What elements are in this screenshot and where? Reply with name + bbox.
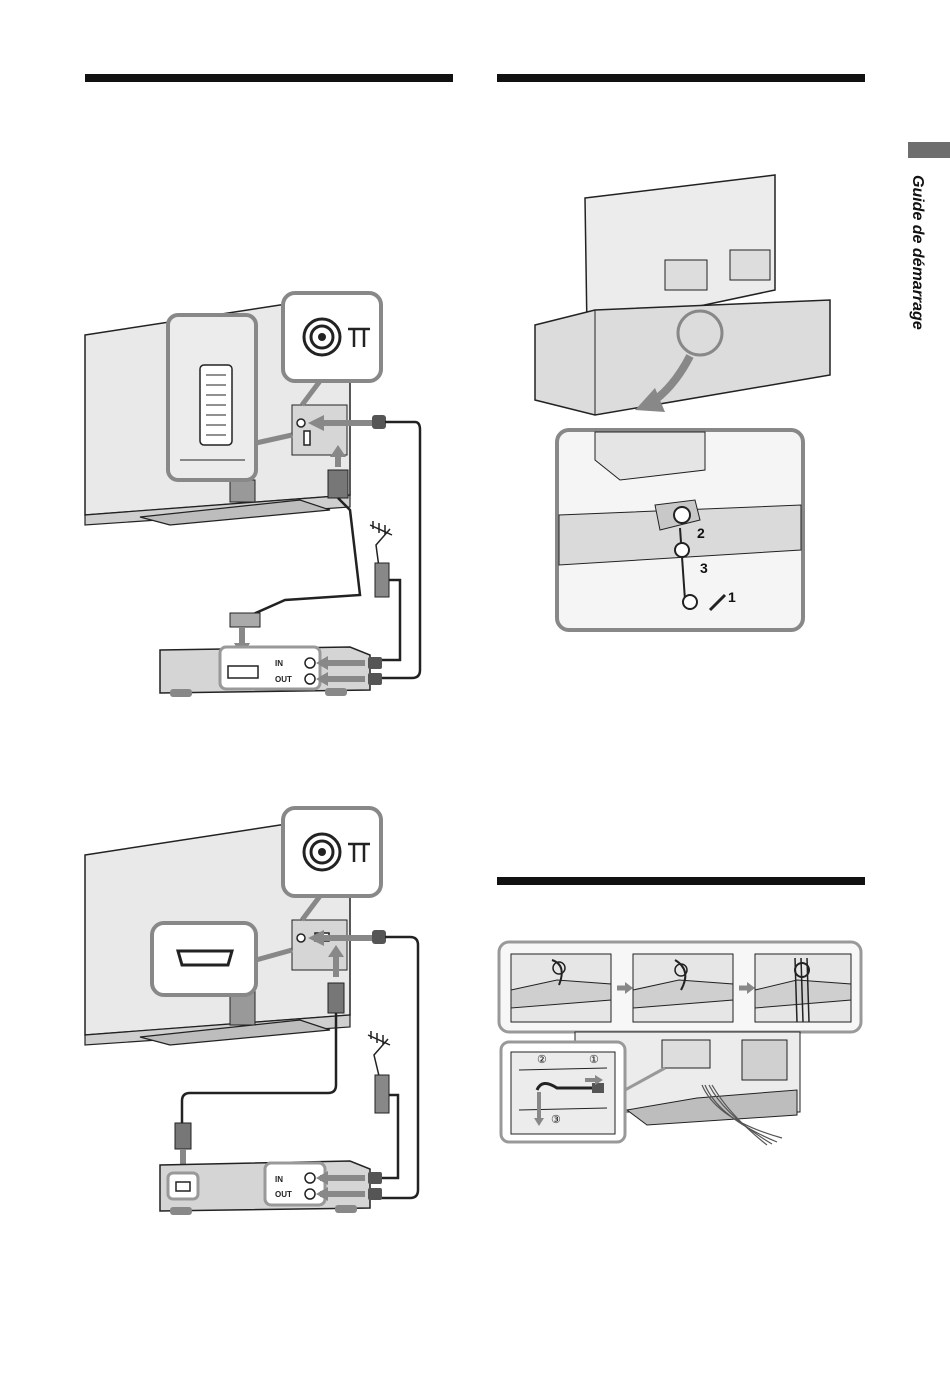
step-1-label: 1 [728, 589, 736, 605]
recorder-port-panel-2 [265, 1163, 325, 1205]
cable-management-diagram: ① ② ③ [497, 940, 863, 1145]
recorder-in-label-2: IN [275, 1175, 283, 1184]
step-2-label: 2 [697, 525, 705, 541]
stand-fixing-diagram: 1 2 3 [525, 170, 835, 635]
section-rule-top-left [85, 74, 453, 82]
clip-step-1-label: ① [589, 1054, 599, 1066]
side-section-label-text: Guide de démarrage [908, 175, 926, 330]
cable-tie-step-a [511, 954, 611, 1022]
scart-connection-diagram: IN OUT [80, 285, 430, 705]
tv-cabinet [535, 300, 830, 415]
section-rule-bottom-right [497, 877, 865, 885]
hdmi-connection-diagram: IN OUT [80, 805, 430, 1215]
clip-step-3-label: ③ [551, 1114, 561, 1126]
side-index-tab [908, 142, 950, 158]
clip-step-2-label: ② [537, 1054, 547, 1066]
recorder-out-label: OUT [275, 675, 292, 684]
step-3-label: 3 [700, 560, 708, 576]
recorder-in-label: IN [275, 659, 283, 668]
cable-tie-step-b [633, 954, 733, 1022]
section-rule-top-right [497, 74, 865, 82]
cable-tie-step-c [755, 954, 851, 1022]
aerial-antenna-2 [368, 1031, 390, 1080]
recorder-out-label-2: OUT [275, 1190, 292, 1199]
side-section-label: Guide de démarrage [898, 175, 938, 375]
